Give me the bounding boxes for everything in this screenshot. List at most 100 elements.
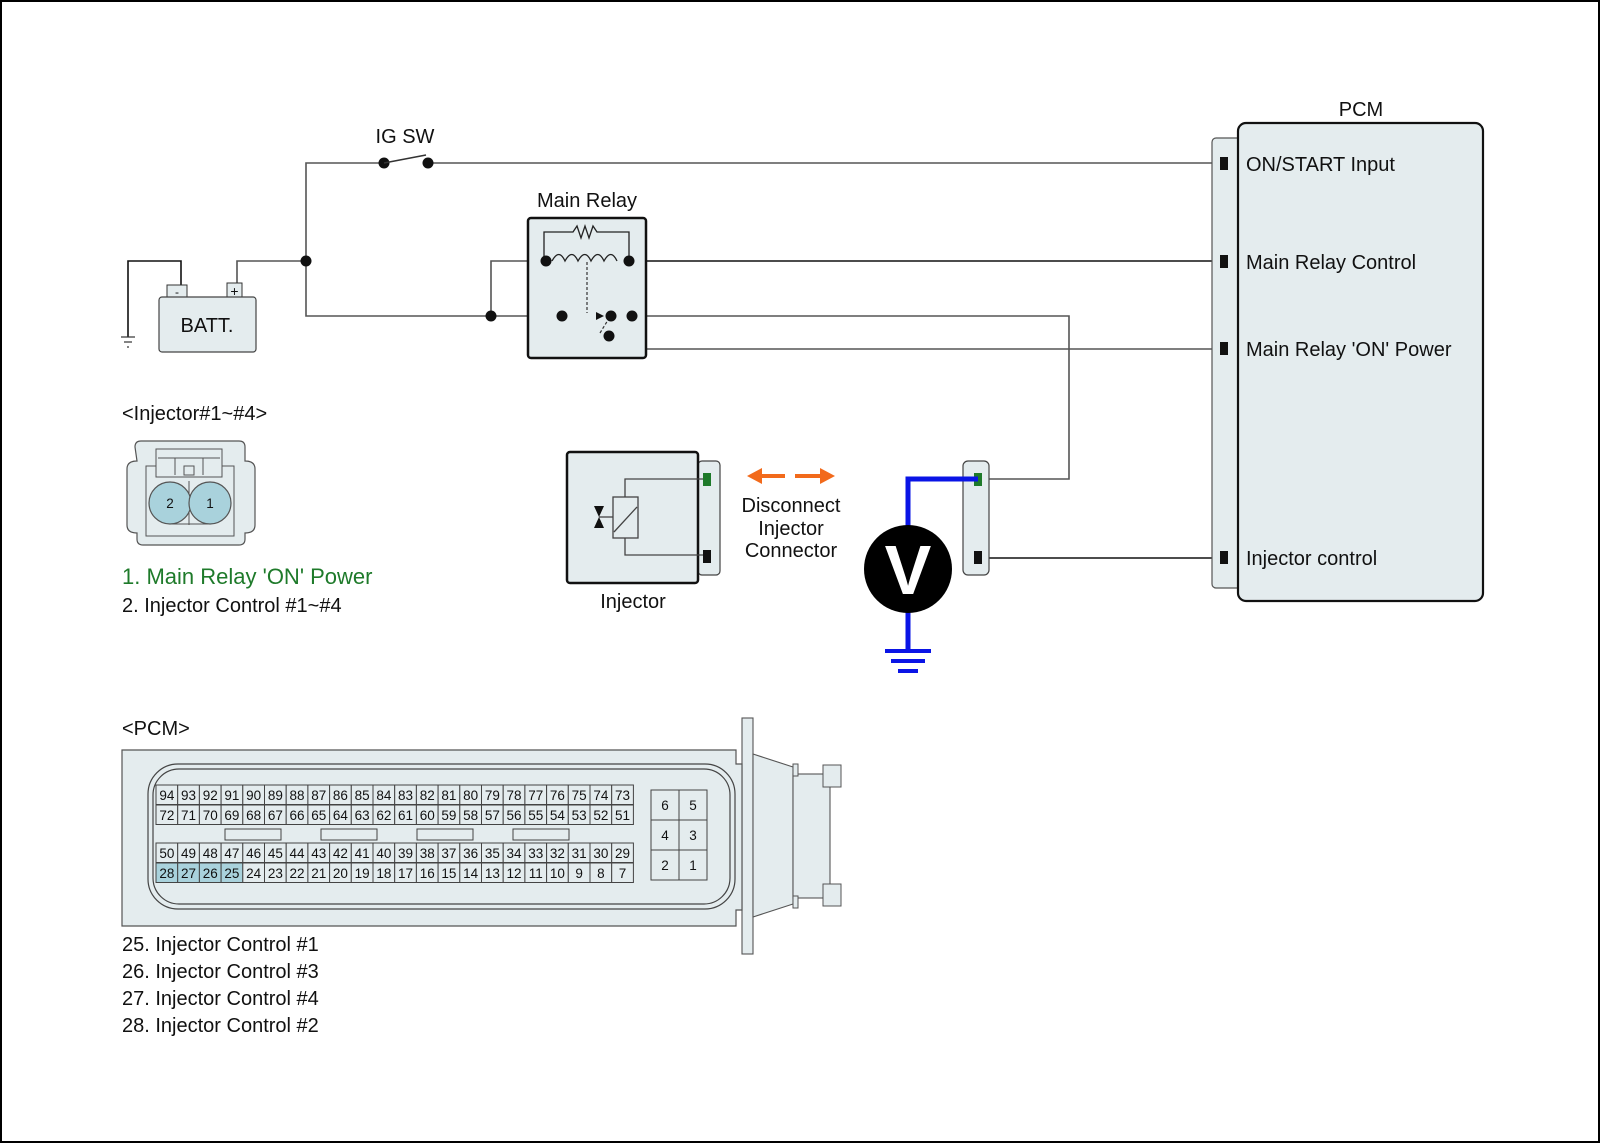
pcm-pin-number: 19: [355, 866, 370, 881]
injector-legend-pin-1: 1. Main Relay 'ON' Power: [122, 564, 373, 589]
pcm-pin-number: 67: [268, 808, 283, 823]
pcm-pin-number: 86: [333, 788, 348, 803]
pcm-pin-number: 33: [528, 846, 543, 861]
pcm-pin-number: 18: [376, 866, 391, 881]
disconnect-text-line2: Injector: [758, 518, 824, 540]
pcm-pin-number: 61: [398, 808, 413, 823]
pcm-pin-number: 32: [550, 846, 565, 861]
pcm-pin-number: 42: [333, 846, 348, 861]
pcm-small-pin-cell: [678, 789, 708, 821]
pcm-pin-number: 68: [246, 808, 261, 823]
pcm-pin-number: 93: [181, 788, 196, 803]
pcm-pin-number: 46: [246, 846, 261, 861]
ig-sw-feed-wire: [305, 162, 383, 261]
pcm-connector-title: <PCM>: [122, 718, 190, 740]
disconnect-text-line3: Connector: [745, 540, 838, 562]
pcm-pin-number: 26: [203, 866, 218, 881]
pcm-pin-number: 40: [376, 846, 391, 861]
relay-coil: [551, 253, 618, 263]
relay-on-power-wire: [634, 316, 1226, 350]
pcm-pin-number: 85: [355, 788, 370, 803]
pcm-title: PCM: [1339, 99, 1383, 121]
pcm-pin-number: 39: [398, 846, 413, 861]
pcm-pin-number: 78: [507, 788, 522, 803]
arrow-right-icon: [795, 468, 835, 484]
ignition-switch[interactable]: IG SW: [376, 126, 435, 169]
pcm-pin-number: 37: [441, 846, 456, 861]
voltmeter-probe-wire: [905, 476, 978, 530]
pcm-pin-number: 8: [597, 866, 605, 881]
pcm-pin-number: 14: [463, 866, 479, 881]
pcm-legend-28: 28. Injector Control #2: [122, 1015, 319, 1037]
pcm-pin-number: 50: [159, 846, 174, 861]
pcm-pin-number: 22: [290, 866, 305, 881]
pcm-pin-number: 87: [311, 788, 326, 803]
pcm-small-pin-number: 5: [689, 798, 697, 813]
pcm-pin-number: 59: [441, 808, 456, 823]
pcm-pin-number: 62: [376, 808, 391, 823]
pcm-pin-number: 24: [246, 866, 262, 881]
arrow-left-icon: [747, 468, 785, 484]
pcm-pin-number: 13: [485, 866, 500, 881]
pcm-pin-cell: [611, 862, 634, 883]
pcm-pin-number: 57: [485, 808, 500, 823]
battery-negative-terminal: -: [175, 285, 179, 299]
pcm-pin-number: 58: [463, 808, 478, 823]
injector-valve-icon: [594, 506, 604, 528]
pcm-pin-number: 11: [529, 866, 543, 881]
pcm-pin-number: 30: [593, 846, 608, 861]
battery: - + BATT.: [158, 282, 257, 353]
pcm-small-pin-cell: [650, 849, 680, 881]
pcm-pin-number: 77: [528, 788, 543, 803]
pcm-pin-number: 84: [376, 788, 392, 803]
pcm-pin-number: 80: [463, 788, 478, 803]
voltmeter[interactable]: V: [864, 476, 978, 673]
injector-connector-pin-1-label: 1: [206, 496, 214, 511]
pcm-pin-number: 91: [224, 788, 239, 803]
latch-slot: [416, 828, 474, 841]
pcm-small-pin-number: 1: [689, 858, 697, 873]
pcm-pin-number: 74: [593, 788, 609, 803]
pcm-pin-number: 79: [485, 788, 500, 803]
pcm-pin-number: 10: [550, 866, 565, 881]
battery-positive-wire: [236, 260, 306, 289]
injector-connector-face: <Injector#1~#4> 2 1 1. Main Relay 'ON' P…: [122, 403, 373, 617]
pcm-pin-number: 38: [420, 846, 435, 861]
pcm-pin-number: 81: [441, 788, 456, 803]
pcm-pin-number: 12: [507, 866, 522, 881]
pcm-pin-number: 82: [420, 788, 435, 803]
pcm-pin-number: 41: [355, 846, 370, 861]
pcm-pin-number: 20: [333, 866, 348, 881]
pcm-pin-number: 29: [615, 846, 630, 861]
voltmeter-label: V: [885, 531, 932, 609]
pcm-pin-number: 15: [441, 866, 456, 881]
pcm-pin-number: 56: [507, 808, 522, 823]
pcm-pin-number: 17: [398, 866, 413, 881]
pcm-pin-number: 88: [290, 788, 305, 803]
pcm-module: PCM ON/START Input Main Relay Control Ma…: [1211, 99, 1485, 603]
latch-slot: [224, 828, 282, 841]
pcm-pin-number: 9: [575, 866, 583, 881]
pcm-pin-on-start: [1220, 157, 1228, 170]
pcm-pin-number: 16: [420, 866, 435, 881]
disconnect-text-line1: Disconnect: [742, 495, 841, 517]
pcm-pin-main-relay-control: [1220, 255, 1228, 268]
pcm-pin-label-main-relay-on-power: Main Relay 'ON' Power: [1246, 339, 1452, 361]
voltmeter-icon: [864, 525, 952, 613]
battery-ground-wire: [127, 260, 182, 337]
harness-pin-2[interactable]: [974, 551, 982, 564]
injector-pin-2: [703, 550, 711, 563]
battery-positive-terminal: +: [230, 283, 238, 299]
pcm-small-pin-number: 3: [689, 828, 697, 843]
pcm-pin-number: 73: [615, 788, 630, 803]
pcm-pin-number: 34: [507, 846, 523, 861]
pcm-pin-number: 55: [528, 808, 543, 823]
relay-output-injector-wire: [635, 315, 1070, 480]
injector-connector-title: <Injector#1~#4>: [122, 403, 267, 425]
ground-symbol-icon: [885, 649, 931, 673]
pcm-pin-label-main-relay-control: Main Relay Control: [1246, 252, 1416, 274]
relay-contact-feed-wire: [305, 261, 622, 317]
